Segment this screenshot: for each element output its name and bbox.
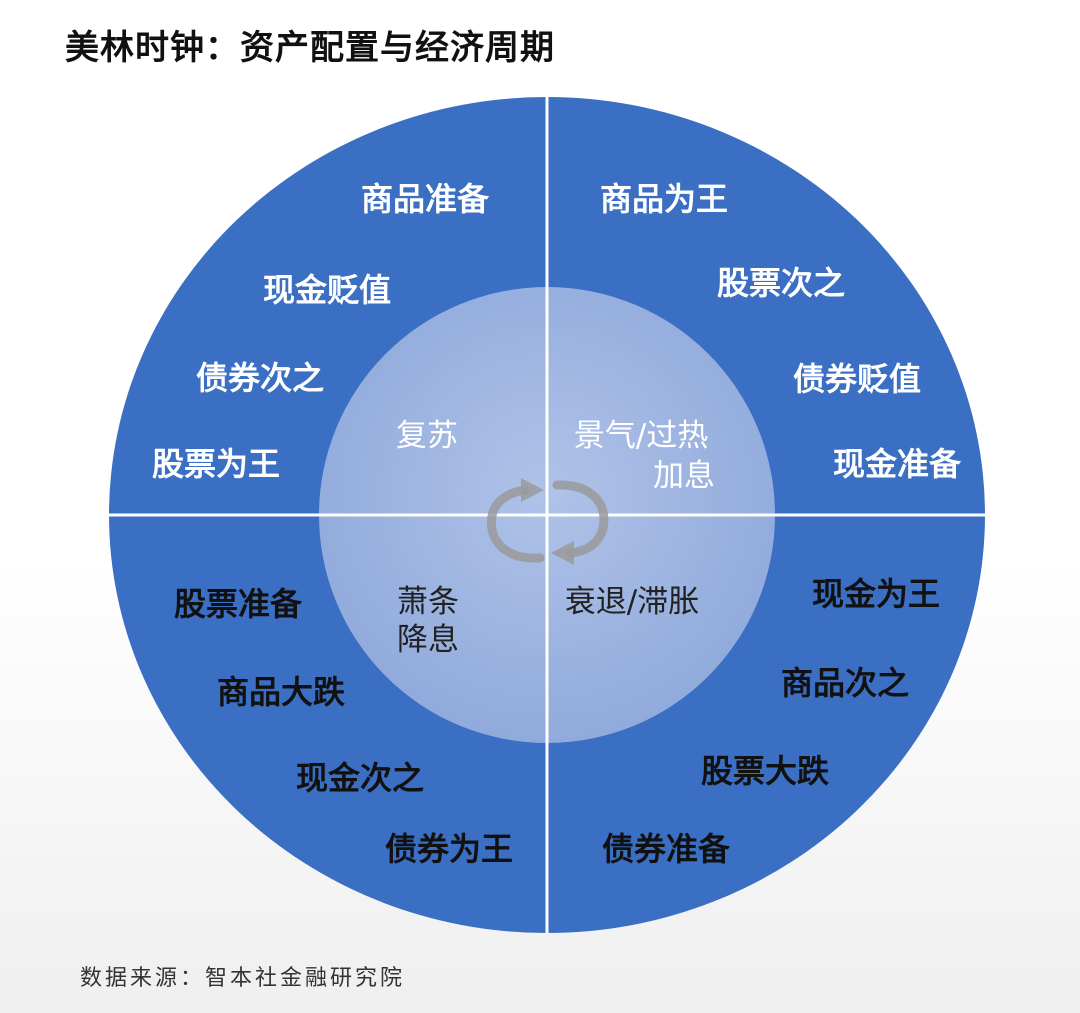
bl-item-2: 商品大跌 [217, 673, 345, 711]
br-item-4: 债券准备 [602, 830, 731, 868]
phase-depression-sub: 降息 [397, 622, 459, 658]
tl-item-3: 债券次之 [196, 359, 324, 397]
tl-item-1: 商品准备 [361, 180, 490, 218]
tr-item-3: 债券贬值 [793, 360, 921, 398]
br-item-2: 商品次之 [781, 664, 909, 702]
cycle-arrowheads [521, 478, 574, 565]
phase-overheat-sub: 加息 [653, 458, 715, 494]
cycle-arrows-icon [486, 480, 609, 563]
tl-item-4: 股票为王 [152, 445, 280, 483]
bl-item-4: 债券为王 [385, 830, 513, 868]
phase-depression: 萧条 [397, 584, 459, 620]
bl-item-1: 股票准备 [174, 585, 303, 623]
phase-overheat: 景气/过热 [574, 418, 708, 454]
data-source: 数据来源：智本社金融研究院 [80, 966, 406, 991]
phase-recovery: 复苏 [396, 418, 458, 454]
phase-stagflation: 衰退/滞胀 [565, 584, 699, 620]
tr-item-2: 股票次之 [717, 264, 845, 302]
tl-item-2: 现金贬值 [263, 271, 391, 309]
br-item-1: 现金为王 [812, 575, 940, 613]
tr-item-4: 现金准备 [833, 445, 962, 483]
page-title: 美林时钟：资产配置与经济周期 [65, 28, 555, 68]
tr-item-1: 商品为王 [600, 180, 728, 218]
bl-item-3: 现金次之 [296, 759, 424, 797]
br-item-3: 股票大跌 [701, 752, 829, 790]
